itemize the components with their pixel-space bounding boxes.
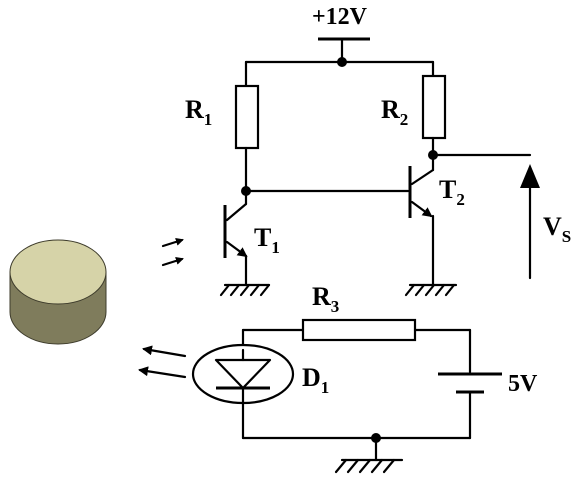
light-ray-arrows-icon	[161, 237, 184, 267]
ground-icon	[334, 458, 404, 474]
d1-label: D1	[302, 363, 329, 397]
resistor-r2	[421, 74, 447, 140]
light-ray-arrows-icon	[138, 345, 187, 379]
transistor-t1	[223, 189, 248, 287]
ground-icon	[219, 283, 271, 297]
r3-label: R3	[312, 282, 339, 316]
transistor-t2	[408, 153, 435, 287]
battery-voltage-label: 5V	[508, 371, 538, 397]
r1-label: R1	[185, 95, 212, 129]
resistor-r1	[234, 84, 260, 150]
battery-5v	[438, 372, 502, 394]
cylinder-object-icon	[9, 239, 107, 345]
t2-label: T2	[439, 175, 465, 209]
supply-voltage-label: +12V	[312, 4, 368, 30]
output-voltage-label: VS	[543, 212, 571, 246]
vs-arrow	[520, 164, 540, 280]
t1-label: T1	[254, 223, 280, 257]
resistor-r3	[301, 318, 417, 342]
r2-label: R2	[381, 95, 408, 129]
ground-icon	[404, 283, 458, 297]
led-d1	[191, 343, 295, 405]
